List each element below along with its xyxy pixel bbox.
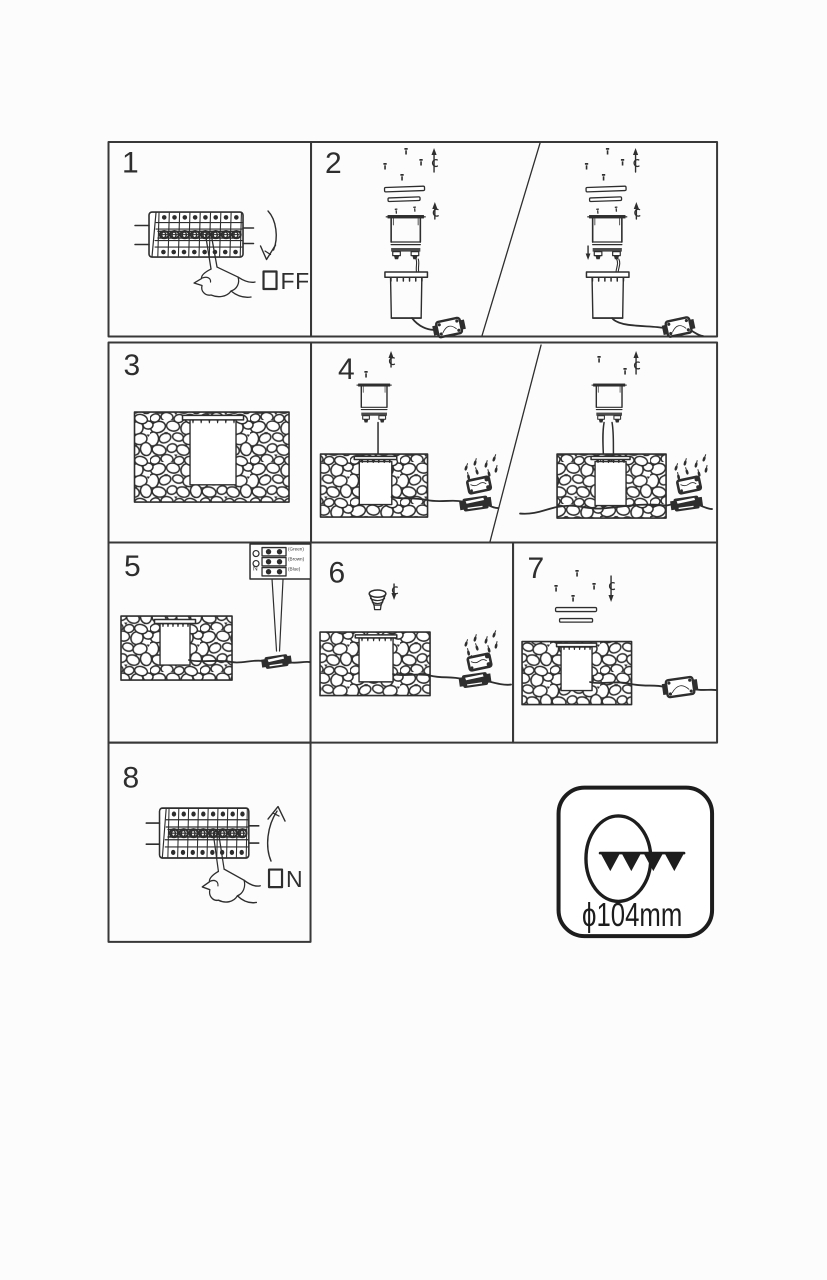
svg-text:4: 4 bbox=[338, 353, 355, 386]
svg-text:N: N bbox=[253, 566, 258, 573]
svg-text:ϕ104mm: ϕ104mm bbox=[582, 897, 682, 934]
svg-text:(Brown): (Brown) bbox=[288, 557, 305, 562]
svg-text:2: 2 bbox=[325, 147, 342, 180]
svg-text:8: 8 bbox=[123, 761, 140, 794]
svg-text:3: 3 bbox=[124, 349, 141, 382]
svg-text:6: 6 bbox=[329, 556, 346, 589]
svg-text:5: 5 bbox=[124, 550, 141, 583]
svg-text:1: 1 bbox=[122, 146, 139, 179]
svg-text:FF: FF bbox=[281, 268, 310, 294]
svg-text:7: 7 bbox=[528, 552, 545, 585]
svg-text:(Blue): (Blue) bbox=[288, 567, 301, 572]
svg-text:(Green): (Green) bbox=[288, 547, 304, 552]
svg-text:N: N bbox=[286, 866, 303, 892]
